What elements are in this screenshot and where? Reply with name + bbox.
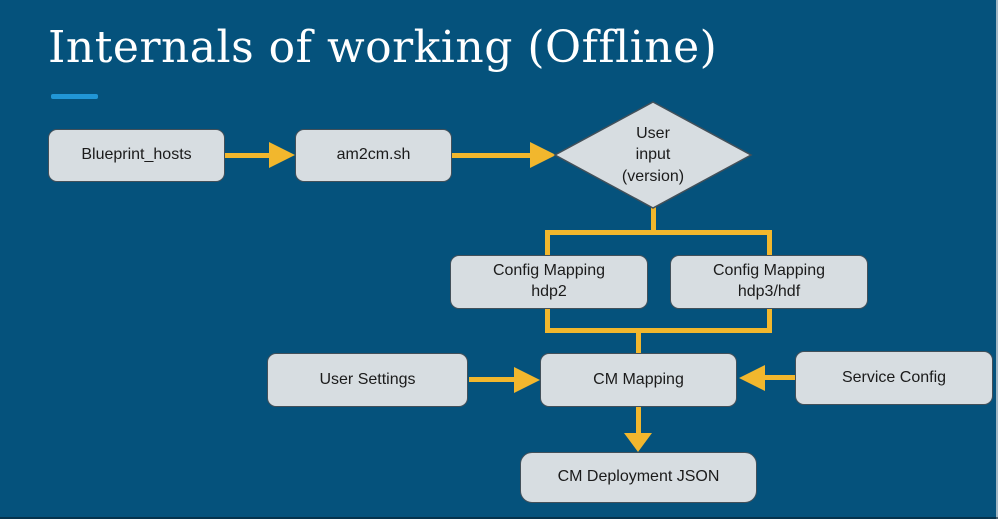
arrow-serviceconfig-to-cmmapping-shaft bbox=[764, 375, 796, 380]
arrow-am2cm-to-userinput-head bbox=[530, 142, 556, 168]
node-user-settings: User Settings bbox=[267, 353, 468, 407]
node-service-config-label: Service Config bbox=[841, 368, 947, 386]
node-cm-deployment-json-label: CM Deployment JSON bbox=[557, 468, 720, 486]
user-input-line1: User bbox=[636, 124, 670, 142]
arrow-serviceconfig-to-cmmapping-head bbox=[739, 365, 765, 391]
arrow-am2cm-to-userinput-shaft bbox=[452, 153, 532, 158]
node-cm-mapping: CM Mapping bbox=[540, 353, 737, 407]
branch-line-top bbox=[545, 230, 772, 235]
node-service-config: Service Config bbox=[795, 351, 993, 405]
node-blueprint-hosts: Blueprint_hosts bbox=[48, 129, 225, 182]
node-config-mapping-hdp3: Config Mapping hdp3/hdf bbox=[670, 255, 868, 309]
diamond-shape bbox=[553, 101, 753, 209]
slide-right-edge bbox=[996, 0, 998, 519]
config-hdp3-line1: Config Mapping bbox=[712, 262, 826, 280]
config-hdp2-line2: hdp2 bbox=[531, 283, 567, 300]
line-userinput-down-stub bbox=[651, 206, 656, 235]
node-user-input-label: User input (version) bbox=[553, 100, 753, 210]
line-branch-to-cmmapping bbox=[636, 328, 641, 355]
arrow-usersettings-to-cmmapping-head bbox=[514, 367, 540, 393]
user-input-line2: input bbox=[635, 146, 671, 164]
arrow-blueprint-to-am2cm-head bbox=[269, 142, 295, 168]
slide-title: Internals of working (Offline) bbox=[48, 22, 718, 73]
arrow-cmmapping-to-deployment-head bbox=[624, 433, 652, 452]
user-input-line3: (version) bbox=[621, 167, 685, 185]
node-user-settings-label: User Settings bbox=[319, 370, 416, 388]
config-hdp3-line2: hdp3/hdf bbox=[737, 283, 801, 300]
arrow-cmmapping-to-deployment-shaft bbox=[636, 407, 641, 434]
branch-line-bottom bbox=[545, 328, 772, 333]
node-cm-mapping-label: CM Mapping bbox=[593, 370, 684, 388]
arrow-blueprint-to-am2cm-shaft bbox=[225, 153, 275, 158]
node-config-mapping-hdp2: Config Mapping hdp2 bbox=[450, 255, 648, 309]
config-hdp2-line1: Config Mapping bbox=[492, 262, 606, 280]
arrow-usersettings-to-cmmapping-shaft bbox=[469, 377, 516, 382]
slide-bottom-edge bbox=[0, 517, 998, 519]
node-cm-deployment-json: CM Deployment JSON bbox=[520, 452, 757, 503]
node-am2cm-sh: am2cm.sh bbox=[295, 129, 452, 182]
node-user-input-diamond: User input (version) bbox=[553, 100, 753, 210]
node-blueprint-hosts-label: Blueprint_hosts bbox=[81, 146, 192, 164]
title-accent-bar bbox=[51, 94, 98, 99]
node-am2cm-sh-label: am2cm.sh bbox=[336, 146, 411, 164]
